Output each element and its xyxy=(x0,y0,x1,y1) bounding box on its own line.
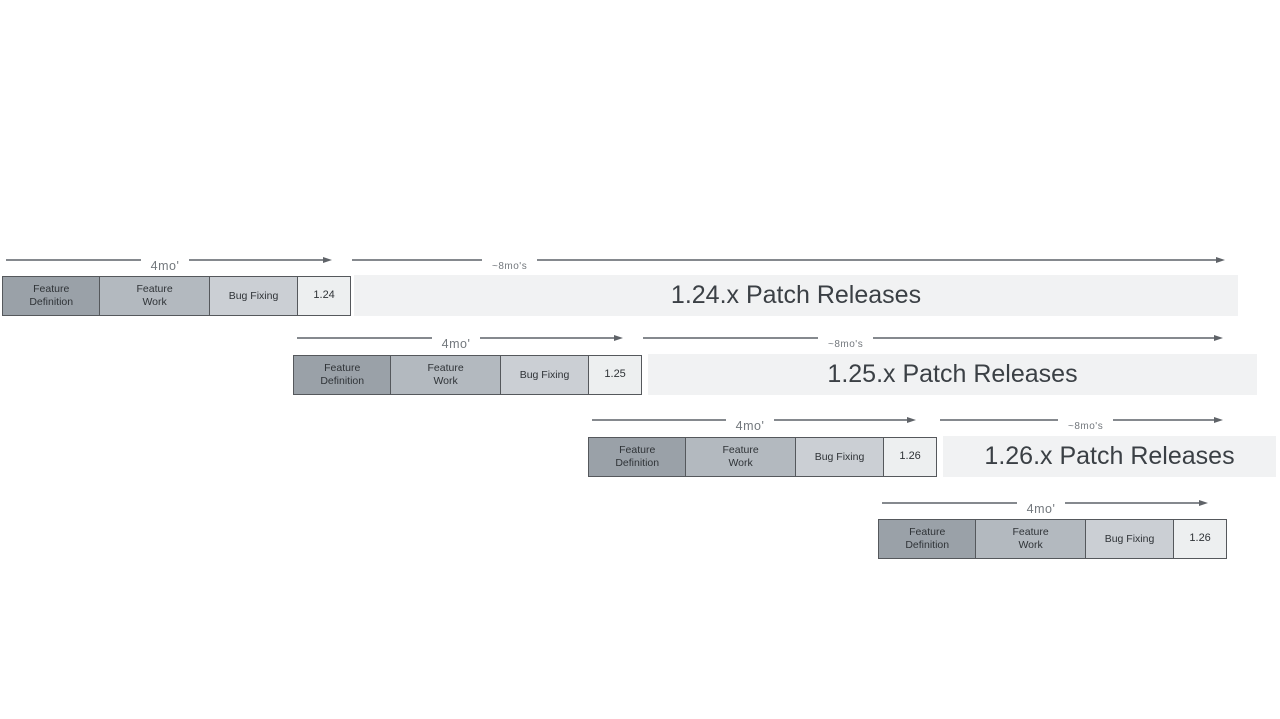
arrow-line xyxy=(1113,419,1215,421)
phase-label: Feature Work xyxy=(136,283,173,308)
phase-label: Feature Definition xyxy=(320,362,365,387)
phase-block: Feature Definition Feature Work Bug Fixi… xyxy=(878,519,1227,559)
arrow-line xyxy=(643,337,818,339)
phase-label: Bug Fixing xyxy=(1104,532,1155,545)
phase-label: Feature Work xyxy=(427,362,464,387)
patch-duration-arrow: ~8mo's xyxy=(643,327,1223,350)
arrowhead-icon xyxy=(1216,257,1225,263)
version-box: 1.26 xyxy=(883,438,936,476)
phase-feature-work: Feature Work xyxy=(975,520,1085,558)
patch-releases-bar: 1.24.x Patch Releases xyxy=(354,275,1238,316)
phase-label: Feature Definition xyxy=(905,526,950,551)
patch-releases-bar: 1.26.x Patch Releases xyxy=(943,436,1276,477)
dev-cycle-arrow: 4mo' xyxy=(6,249,333,273)
dev-duration-label: 4mo' xyxy=(150,259,180,273)
phase-feature-definition: Feature Definition xyxy=(3,277,100,315)
phase-label: Feature Work xyxy=(1012,526,1049,551)
patch-releases-label: 1.26.x Patch Releases xyxy=(984,442,1235,470)
phase-label: Feature Work xyxy=(722,444,759,469)
phase-feature-work: Feature Work xyxy=(390,356,500,394)
arrow-line xyxy=(6,259,141,261)
dev-duration-label: 4mo' xyxy=(1026,502,1056,516)
arrow-line xyxy=(537,259,1217,261)
phase-feature-work: Feature Work xyxy=(685,438,795,476)
dev-cycle-arrow: 4mo' xyxy=(297,327,624,351)
dev-duration-label: 4mo' xyxy=(441,337,471,351)
arrow-line xyxy=(1065,502,1201,504)
arrowhead-icon xyxy=(614,335,624,341)
phase-bug-fixing: Bug Fixing xyxy=(794,438,884,476)
phase-label: Feature Definition xyxy=(29,283,74,308)
phase-feature-work: Feature Work xyxy=(99,277,209,315)
arrow-line xyxy=(873,337,1215,339)
arrow-line xyxy=(940,419,1058,421)
patch-duration-arrow: ~8mo's xyxy=(940,409,1223,432)
patch-releases-label: 1.24.x Patch Releases xyxy=(670,281,922,309)
phase-label: Feature Definition xyxy=(615,444,660,469)
phase-feature-definition: Feature Definition xyxy=(879,520,976,558)
phase-bug-fixing: Bug Fixing xyxy=(1084,520,1174,558)
phase-block: Feature Definition Feature Work Bug Fixi… xyxy=(293,355,642,395)
arrowhead-icon xyxy=(1214,335,1223,341)
arrow-line xyxy=(352,259,482,261)
dev-cycle-arrow: 4mo' xyxy=(592,409,917,433)
arrowhead-icon xyxy=(907,417,917,423)
dev-cycle-arrow: 4mo' xyxy=(882,492,1209,516)
phase-block: Feature Definition Feature Work Bug Fixi… xyxy=(588,437,937,477)
arrowhead-icon xyxy=(1199,500,1209,506)
phase-label: Bug Fixing xyxy=(519,368,570,381)
phase-bug-fixing: Bug Fixing xyxy=(208,277,298,315)
phase-label: Bug Fixing xyxy=(814,450,865,463)
patch-duration-label: ~8mo's xyxy=(1068,420,1104,432)
phase-block: Feature Definition Feature Work Bug Fixi… xyxy=(2,276,351,316)
patch-releases-bar: 1.25.x Patch Releases xyxy=(648,354,1257,395)
phase-label: Bug Fixing xyxy=(228,289,279,302)
version-box: 1.24 xyxy=(297,277,350,315)
arrowhead-icon xyxy=(323,257,333,263)
phase-feature-definition: Feature Definition xyxy=(294,356,391,394)
patch-duration-arrow: ~8mo's xyxy=(352,249,1225,272)
version-box: 1.25 xyxy=(588,356,641,394)
arrow-line xyxy=(882,502,1017,504)
phase-feature-definition: Feature Definition xyxy=(589,438,686,476)
arrow-line xyxy=(774,419,909,421)
arrow-line xyxy=(480,337,616,339)
version-box: 1.26 xyxy=(1173,520,1226,558)
arrowhead-icon xyxy=(1214,417,1223,423)
patch-duration-label: ~8mo's xyxy=(828,338,864,350)
phase-bug-fixing: Bug Fixing xyxy=(499,356,589,394)
arrow-line xyxy=(592,419,726,421)
patch-duration-label: ~8mo's xyxy=(492,260,528,272)
arrow-line xyxy=(189,259,325,261)
patch-releases-label: 1.25.x Patch Releases xyxy=(827,360,1078,388)
arrow-line xyxy=(297,337,432,339)
dev-duration-label: 4mo' xyxy=(735,419,765,433)
